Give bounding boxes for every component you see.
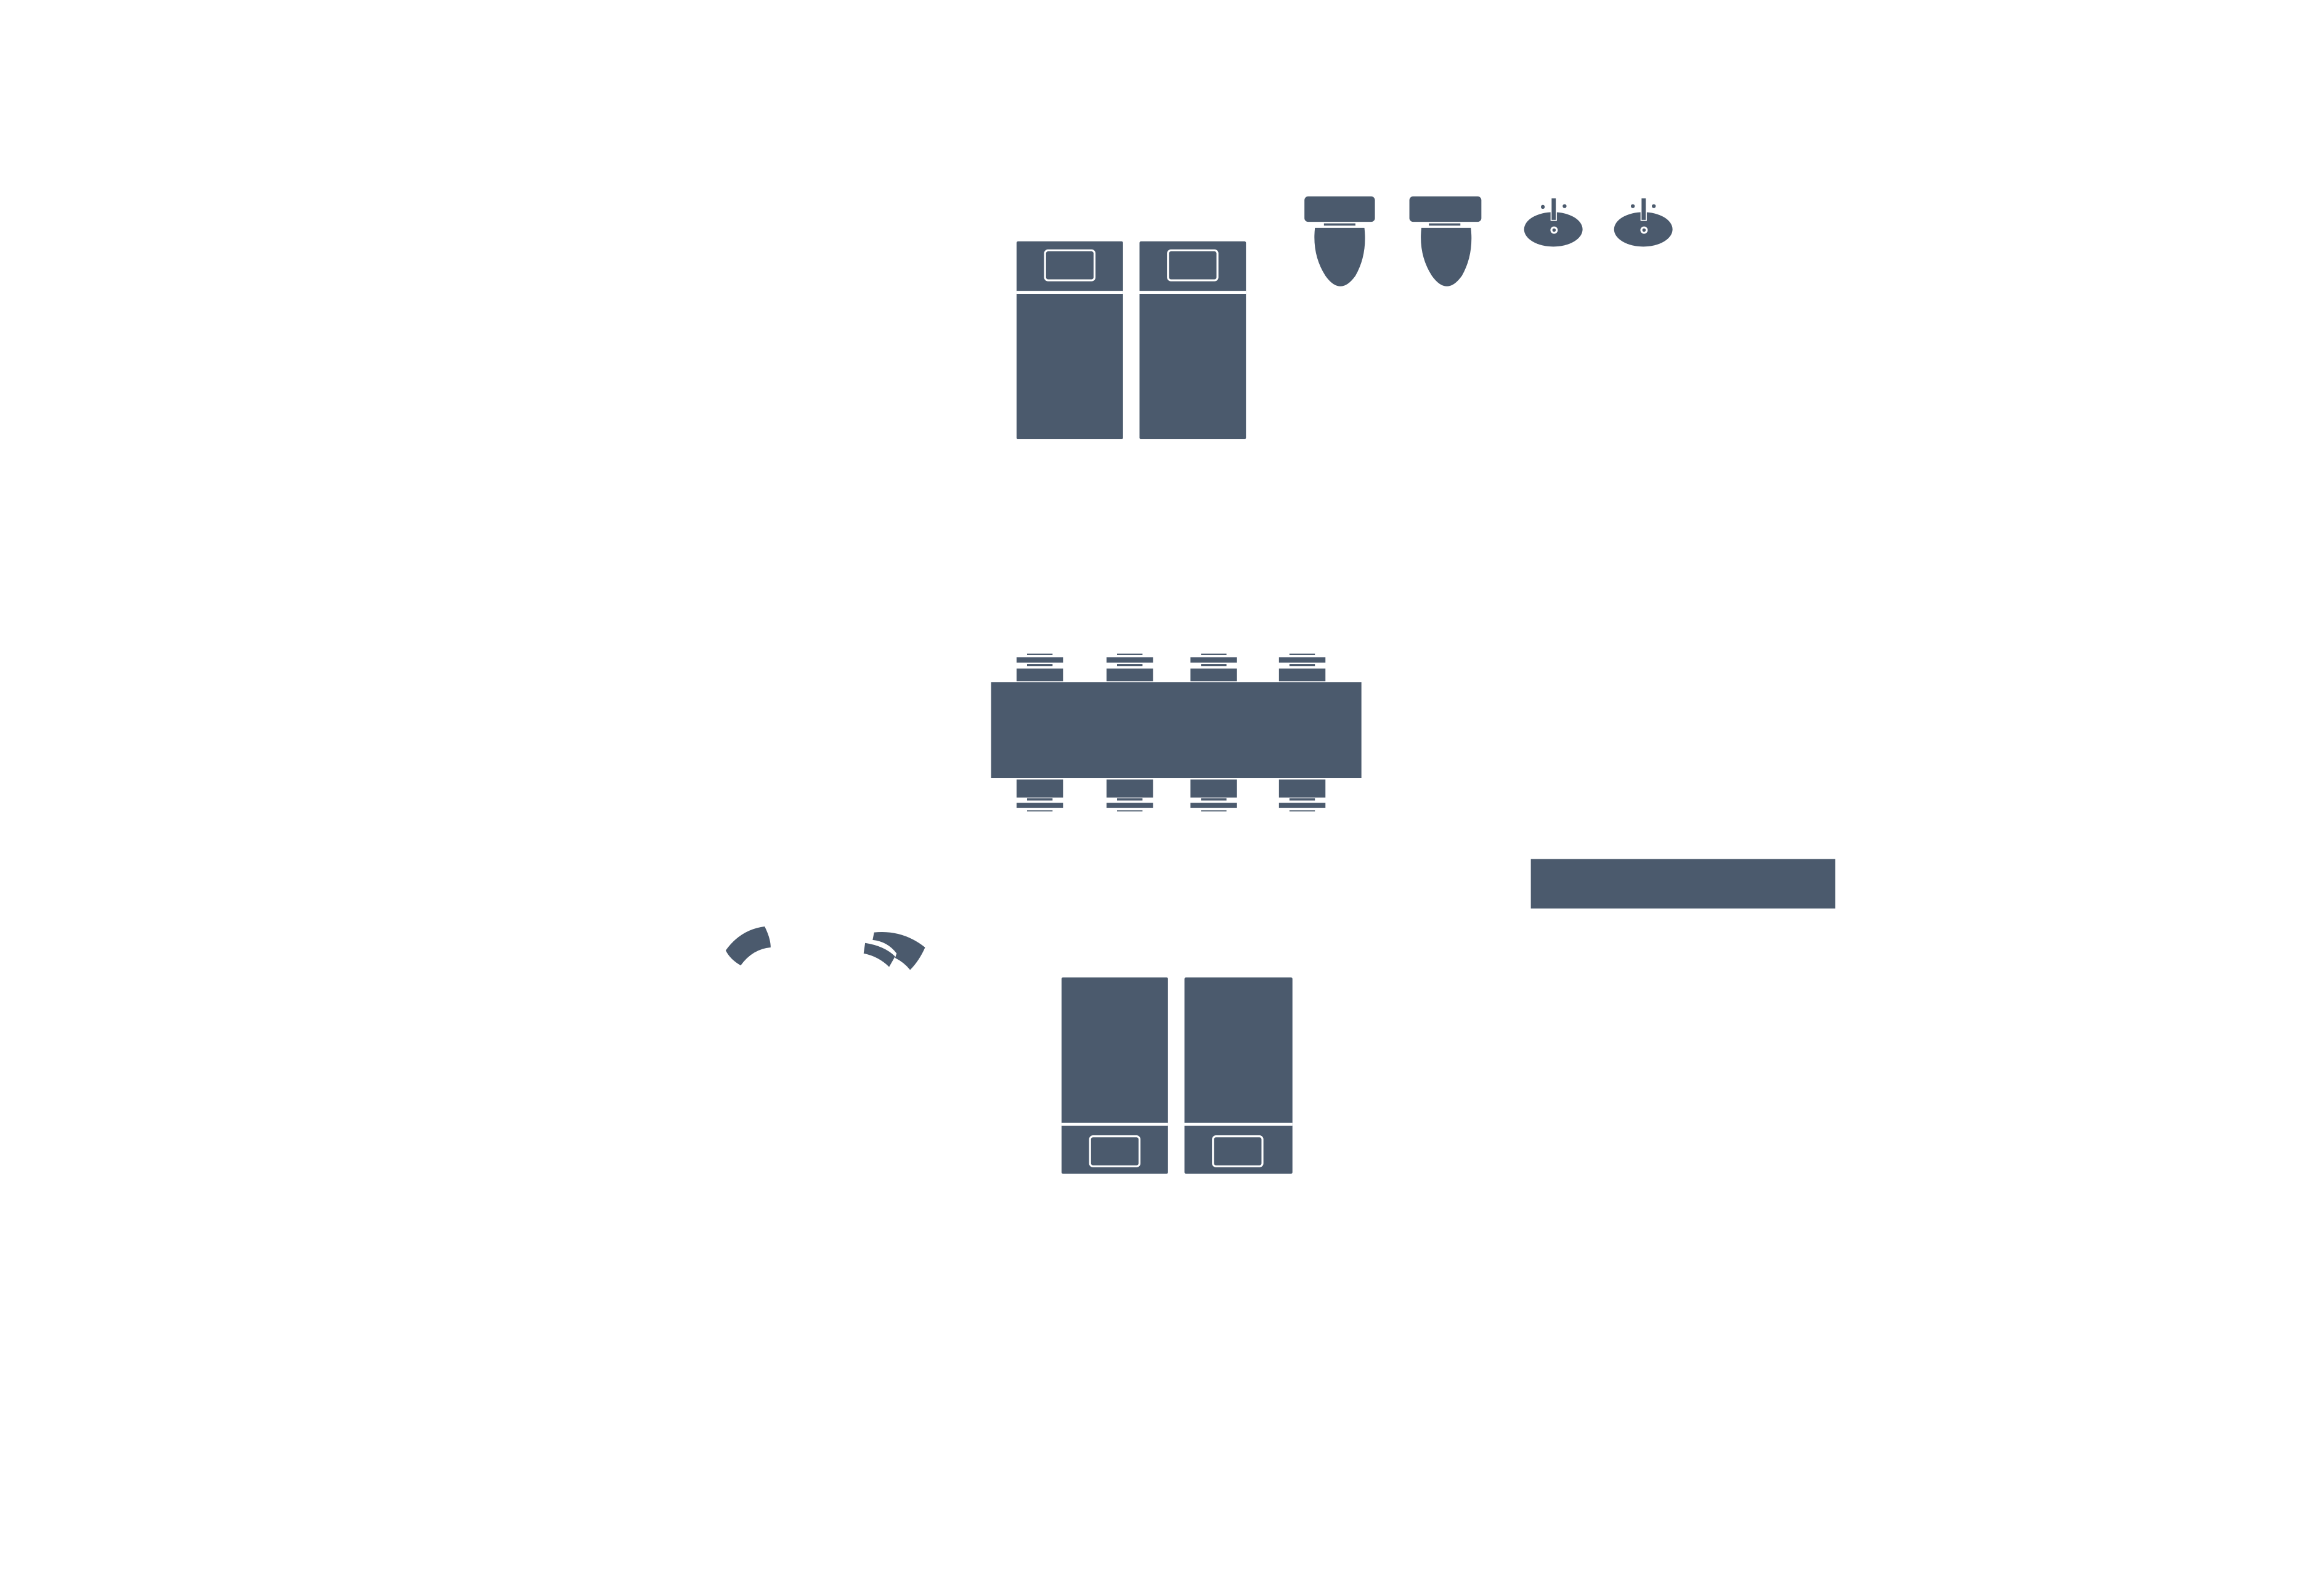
chair-bottom-2[interactable] — [1106, 779, 1153, 812]
chair-bottom-4[interactable] — [1278, 779, 1326, 812]
chair-top-2[interactable] — [1106, 654, 1153, 682]
chair-bottom-3[interactable] — [1190, 779, 1237, 812]
pillow-icon — [1089, 1135, 1141, 1167]
chair-top-4[interactable] — [1278, 654, 1326, 682]
chair-top-3[interactable] — [1190, 654, 1237, 682]
toilet-1[interactable] — [1304, 196, 1375, 286]
armchair-arc-left[interactable] — [725, 926, 771, 966]
armchair-arc-right[interactable] — [863, 931, 925, 970]
bed-top-1[interactable] — [1016, 241, 1123, 440]
pillow-icon — [1167, 249, 1219, 282]
pillow-icon — [1212, 1135, 1264, 1167]
toilet-2[interactable] — [1409, 196, 1482, 286]
sink-2[interactable] — [1614, 197, 1673, 247]
bench[interactable] — [1530, 859, 1835, 909]
dining-table[interactable] — [991, 682, 1362, 779]
pillow-icon — [1044, 249, 1096, 282]
sink-1[interactable] — [1524, 197, 1583, 247]
bed-bottom-2[interactable] — [1184, 977, 1293, 1174]
chair-top-1[interactable] — [1016, 654, 1063, 682]
chair-bottom-1[interactable] — [1016, 779, 1063, 812]
bed-top-2[interactable] — [1139, 241, 1246, 440]
bed-bottom-1[interactable] — [1061, 977, 1168, 1174]
